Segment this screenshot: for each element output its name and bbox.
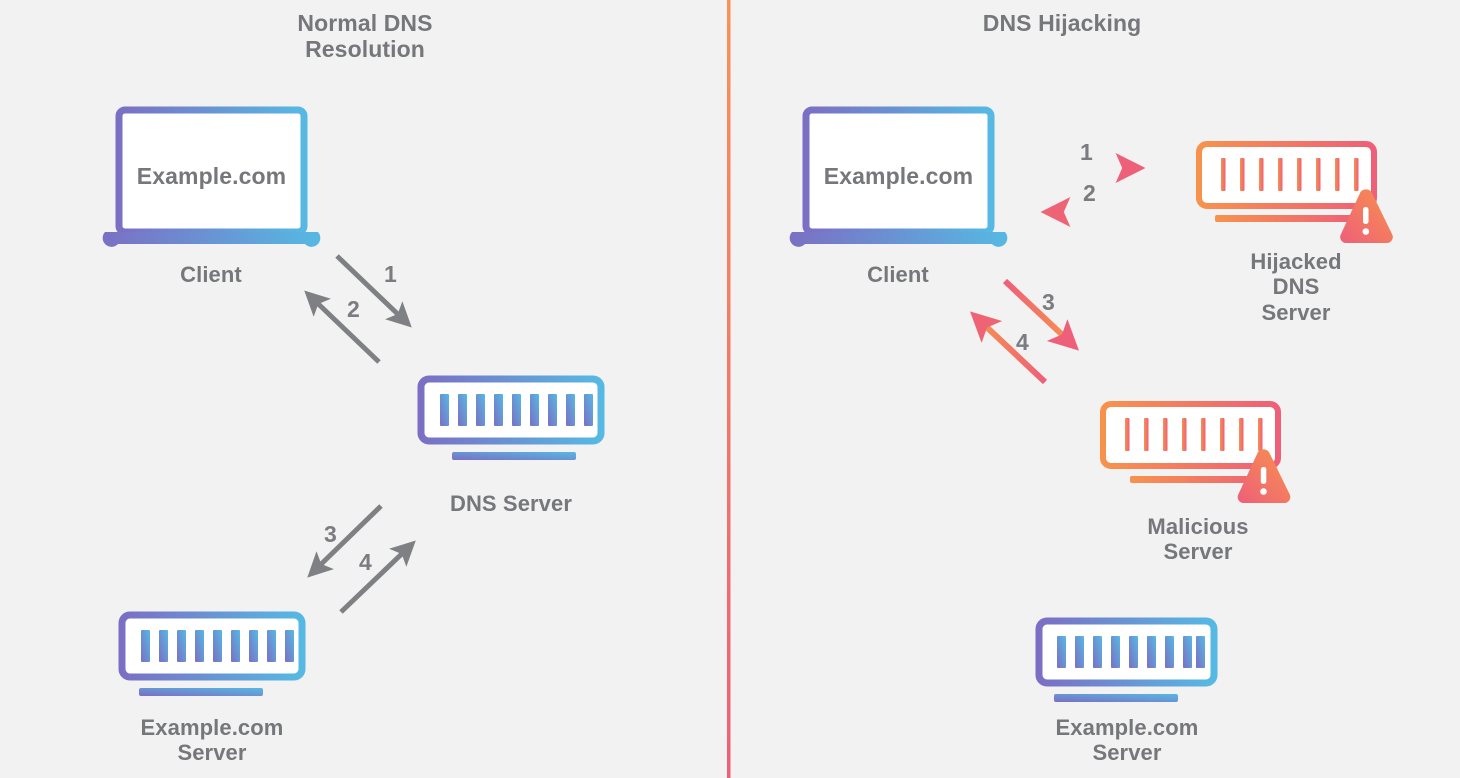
right-hijacked-dns-server-art	[1196, 141, 1393, 244]
left-client-laptop-art	[102, 106, 321, 247]
left-step-arrows-3-4	[307, 504, 416, 614]
right-step-arrows-1-2	[1040, 153, 1146, 227]
right-panel-title: DNS Hijacking	[982, 10, 1142, 36]
right-step-3-number: 3	[1042, 289, 1055, 315]
right-step-arrows-3-4	[970, 278, 1079, 385]
right-malicious-server-art	[1100, 401, 1291, 504]
right-malicious-server-label: Malicious Server	[1147, 514, 1249, 565]
left-step-arrows-1-2	[304, 254, 412, 364]
right-step-1-number: 1	[1080, 139, 1093, 165]
left-step-2-number: 2	[347, 296, 360, 322]
right-client-label: Client	[867, 262, 929, 287]
left-step-1-number: 1	[384, 261, 397, 287]
left-dns-server-art	[417, 375, 605, 460]
warning-triangle-icon	[1340, 189, 1393, 244]
left-client-screen-text: Example.com	[136, 163, 287, 189]
left-dns-server-label: DNS Server	[449, 491, 573, 516]
left-example-server-art	[118, 611, 306, 696]
left-step-3-number: 3	[324, 521, 337, 547]
panel-divider	[727, 0, 731, 778]
left-client-label: Client	[180, 262, 242, 287]
left-step-4-number: 4	[359, 549, 372, 575]
right-step-2-number: 2	[1083, 180, 1096, 206]
right-client-laptop-art	[789, 106, 1008, 247]
warning-triangle-icon	[1237, 449, 1291, 504]
right-client-screen-text: Example.com	[823, 163, 974, 189]
right-example-server-label: Example.com Server	[1055, 715, 1199, 766]
left-example-server-label: Example.com Server	[140, 715, 284, 766]
right-step-4-number: 4	[1016, 329, 1029, 355]
right-hijacked-dns-server-label: Hijacked DNS Server	[1250, 249, 1342, 325]
right-example-server-art	[1035, 617, 1218, 702]
left-panel-title: Normal DNS Resolution	[297, 10, 433, 63]
